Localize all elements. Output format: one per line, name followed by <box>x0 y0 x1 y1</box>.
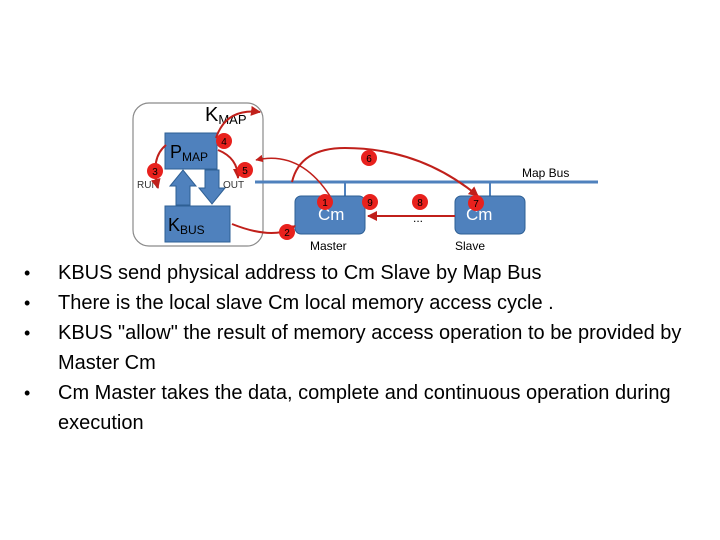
marker-8: 8 <box>412 194 428 210</box>
pmap-label: PMAP <box>170 142 208 164</box>
out-label: OUT <box>223 180 244 191</box>
flow-arrow-6 <box>291 146 479 197</box>
marker-5: 5 <box>237 162 253 178</box>
kbus-box <box>164 205 231 243</box>
bullet-text: KBUS send physical address to Cm Slave b… <box>58 262 542 284</box>
svg-text:5: 5 <box>242 166 248 177</box>
bullet-item: • Cm Master takes the data, complete and … <box>22 378 712 438</box>
bullet-list: • KBUS send physical address to Cm Slave … <box>22 258 712 438</box>
bullet-dot: • <box>24 383 31 403</box>
flow-arrow-3 <box>150 144 167 189</box>
flow-arrow-4 <box>215 105 261 139</box>
bullet-item: • KBUS "allow" the result of memory acces… <box>22 318 712 378</box>
marker-3: 3 <box>147 163 163 179</box>
master-caption: Master <box>310 239 347 253</box>
kmap-title: KMAP <box>205 104 247 127</box>
marker-6: 6 <box>361 150 377 166</box>
bullet-dot: • <box>24 263 31 283</box>
kmap-diagram: KMAP PMAP KBUS RUN OUT Map Bus Cm Master… <box>132 102 598 253</box>
bullet-dot: • <box>24 293 31 313</box>
marker-7: 7 <box>468 195 484 211</box>
flow-arrow-1 <box>255 154 331 197</box>
slave-caption: Slave <box>455 239 485 253</box>
marker-ellipsis: ... <box>413 211 423 225</box>
map-bus-label: Map Bus <box>522 166 569 180</box>
bullet-dot: • <box>24 323 31 343</box>
marker-9: 9 <box>362 194 378 210</box>
marker-2: 2 <box>279 224 295 240</box>
svg-text:4: 4 <box>221 137 227 148</box>
run-label: RUN <box>137 180 159 191</box>
out-down-arrow-icon <box>197 169 227 205</box>
svg-text:2: 2 <box>284 228 290 239</box>
bullet-text: Cm Master takes the data, complete and c… <box>58 382 671 434</box>
bullet-text: KBUS "allow" the result of memory access… <box>58 322 682 374</box>
svg-text:7: 7 <box>473 199 479 210</box>
bullet-item: • There is the local slave Cm local memor… <box>22 288 712 318</box>
pmap-box <box>164 132 218 170</box>
svg-text:3: 3 <box>152 167 158 178</box>
marker-4: 4 <box>216 133 232 149</box>
kbus-label: KBUS <box>168 215 205 237</box>
marker-1: 1 <box>317 194 333 210</box>
flow-arrow-5 <box>217 149 243 179</box>
run-up-arrow-icon <box>168 169 198 206</box>
bullet-item: • KBUS send physical address to Cm Slave … <box>22 258 712 288</box>
bullet-text: There is the local slave Cm local memory… <box>58 292 554 314</box>
svg-text:1: 1 <box>322 198 328 209</box>
svg-text:6: 6 <box>366 154 372 165</box>
svg-text:9: 9 <box>367 198 373 209</box>
svg-text:8: 8 <box>417 198 423 209</box>
